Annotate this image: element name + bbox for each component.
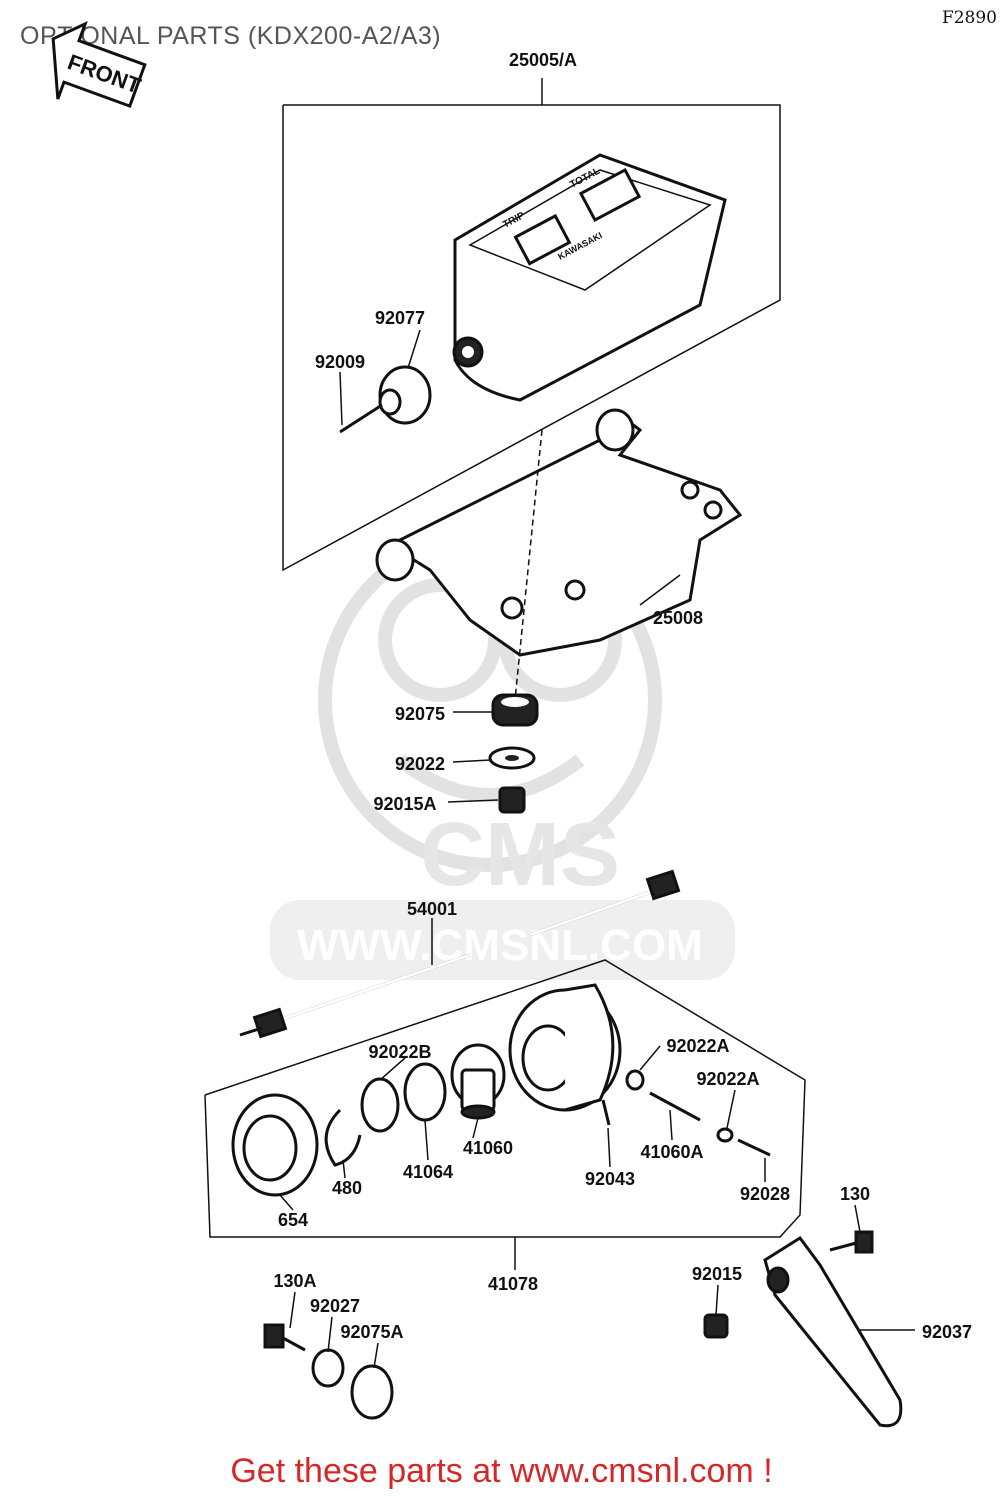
collar-92027 [311,1348,345,1388]
label-92043: 92043 [585,1169,635,1189]
circlip-480 [324,1108,362,1167]
pinion-41060A [649,1091,701,1122]
label-54001: 54001 [407,899,457,919]
damper-92075A [350,1364,394,1420]
speedometer-cable [239,869,681,1039]
label-92075: 92075 [395,704,445,724]
front-arrow-icon: FRONT [51,20,147,108]
bolt-130A [263,1323,306,1352]
label-480: 480 [332,1178,362,1198]
watermark-url: WWW.CMSNL.COM [297,921,703,970]
gear-assembly-frame [204,959,806,1238]
label-25005A: 25005/A [509,50,577,70]
drive-gear-41060 [450,1043,506,1120]
meter-assembly-frame [282,104,781,572]
pin-92043 [601,1099,611,1126]
label-92022A-upper: 92022A [666,1036,729,1056]
label-92015A: 92015A [373,794,436,814]
washer-92022A-lower [716,1127,734,1143]
reset-knob [339,365,432,434]
cta-prefix: Get these parts at [230,1452,511,1490]
watermark-brand: CMS [420,805,620,905]
label-92022B: 92022B [368,1042,431,1062]
nut-92015A [498,786,526,814]
label-25008: 25008 [653,608,703,628]
label-92015: 92015 [692,1264,742,1284]
label-92077: 92077 [375,308,425,328]
label-92022A-lower: 92022A [696,1069,759,1089]
label-654: 654 [278,1210,308,1230]
nut-92015 [703,1313,729,1339]
label-92075A: 92075A [340,1322,403,1342]
watermark-logo: CMS WWW.CMSNL.COM [270,528,735,980]
grommet-92075 [491,693,539,727]
label-92009: 92009 [315,352,365,372]
gear-housing [508,983,622,1112]
plate-41064 [403,1062,447,1122]
cta-suffix: ! [753,1452,773,1490]
label-92028: 92028 [740,1184,790,1204]
washer-92022B [360,1077,400,1133]
bolt-130 [829,1230,874,1254]
meter-housing: TRIP TOTAL KAWASAKI [452,153,727,402]
label-130A: 130A [273,1271,316,1291]
label-41060: 41060 [463,1138,513,1158]
call-to-action: Get these parts at www.cmsnl.com ! [0,1452,1003,1491]
label-92022: 92022 [395,754,445,774]
label-130: 130 [840,1184,870,1204]
figure-code: F2890 [941,8,997,28]
label-92037: 92037 [922,1322,972,1342]
label-41060A: 41060A [640,1142,703,1162]
label-92027: 92027 [310,1296,360,1316]
bushing-92028 [737,1138,771,1157]
cta-link[interactable]: www.cmsnl.com [510,1452,754,1490]
washer-92022A-upper [625,1069,645,1091]
bracket-arm-92037 [763,1235,903,1428]
label-41064: 41064 [403,1162,453,1182]
label-41078: 41078 [488,1274,538,1294]
